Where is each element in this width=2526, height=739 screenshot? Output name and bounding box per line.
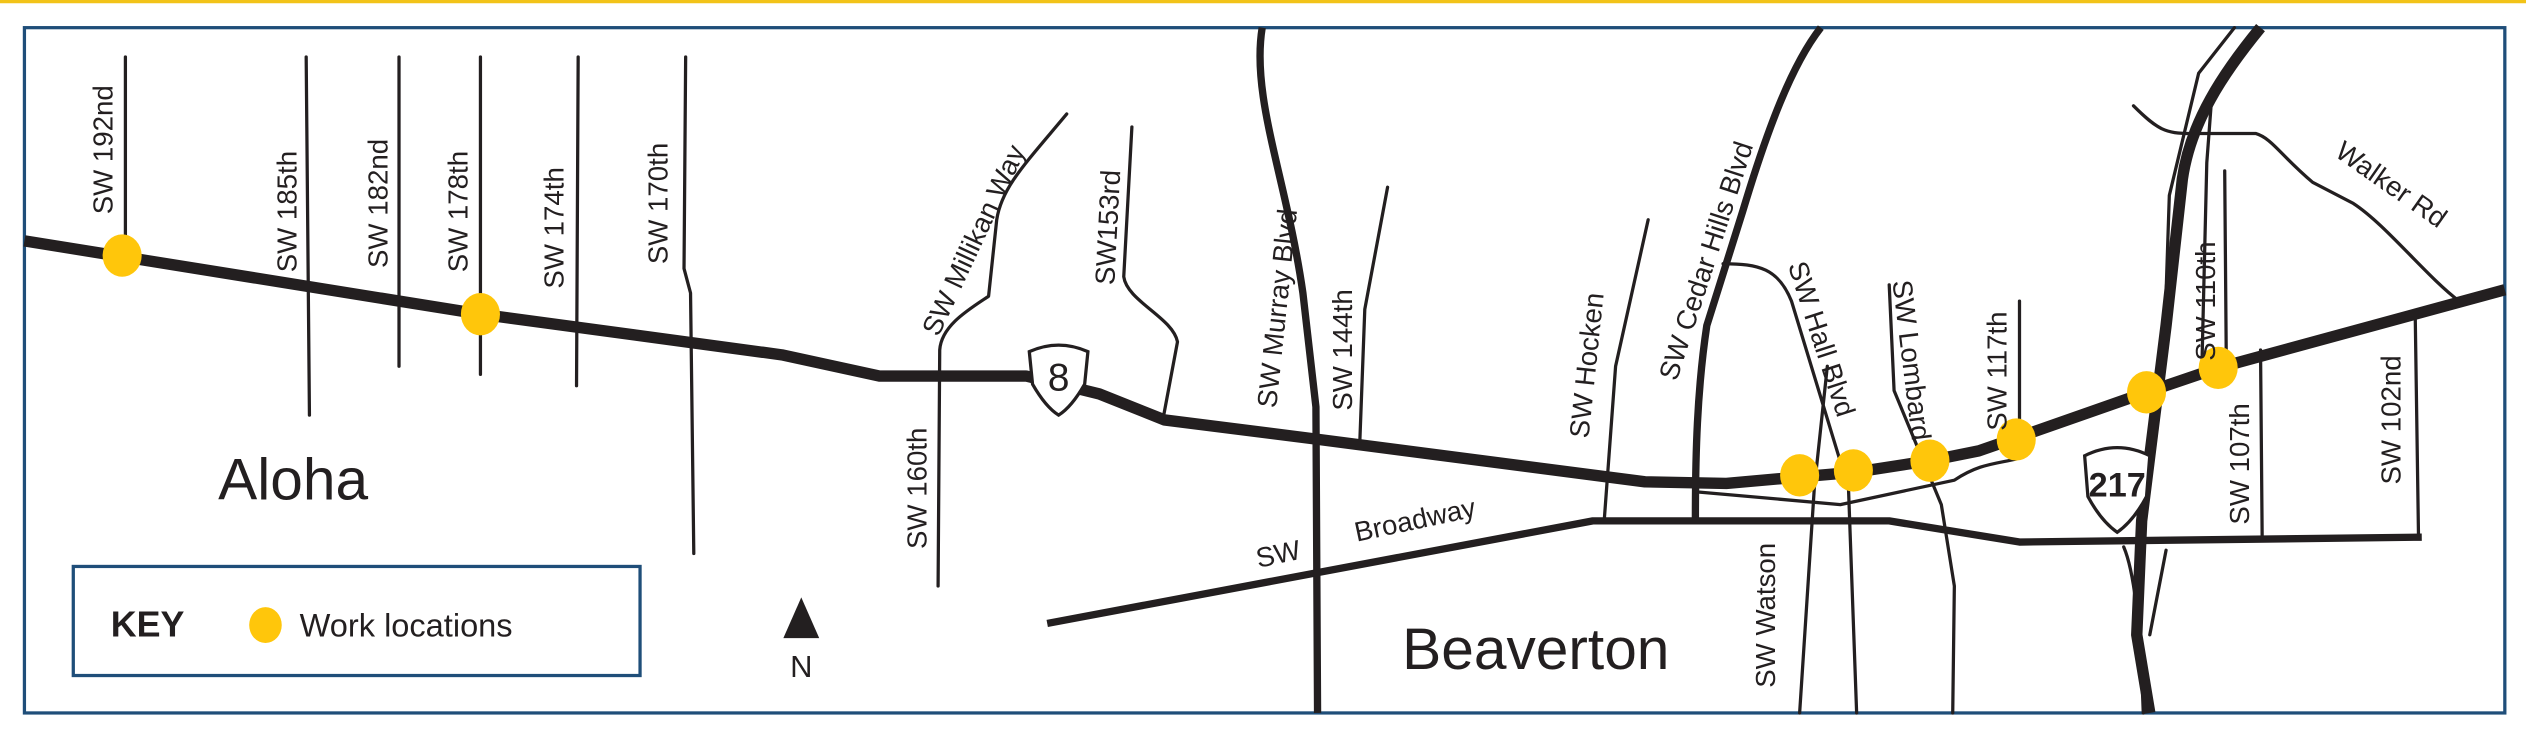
street-sw102nd (2413, 315, 2421, 539)
city-beaverton: Beaverton (1402, 617, 1669, 682)
street-hocken (1602, 218, 1650, 523)
street-sw174th (574, 55, 580, 388)
label-sw192nd: SW 192nd (87, 85, 118, 214)
route-8-label: 8 (1048, 357, 1070, 400)
label-sw174th: SW 174th (538, 167, 569, 288)
label-sw144th: SW 144th (1327, 289, 1358, 410)
work-location-marker[interactable] (1996, 418, 2036, 461)
north-label: N (790, 649, 812, 684)
label-sw160th: SW 160th (902, 428, 933, 549)
street-sw170th (682, 55, 696, 556)
street-sw110th (2223, 169, 2228, 368)
street-hall (1721, 262, 1859, 715)
route-217-shield: 217 (2082, 446, 2152, 535)
label-watson: SW Watson (1750, 543, 1781, 688)
road-murray (1256, 27, 1322, 713)
ramp-217-east (2148, 96, 2214, 637)
label-sw185th: SW 185th (271, 151, 302, 272)
street-walker (2131, 104, 2461, 303)
work-location-marker[interactable] (1833, 449, 1873, 492)
north-arrow-icon: N (783, 597, 820, 684)
map-key: KEY Work locations (71, 564, 642, 678)
street-millikan (936, 112, 1069, 588)
road-highway-8 (23, 235, 2507, 490)
label-sw117th: SW 117th (1981, 311, 2012, 430)
work-location-marker[interactable] (460, 292, 500, 336)
street-sw185th (304, 55, 312, 417)
route-8-shield: 8 (1027, 343, 1090, 417)
work-locations (102, 234, 2238, 497)
road-broadway (1046, 517, 2422, 628)
work-location-marker[interactable] (2126, 371, 2167, 414)
work-location-marker[interactable] (1780, 454, 1820, 497)
label-sw178th: SW 178th (442, 151, 473, 272)
frontage-road (1692, 457, 2018, 507)
label-sw110th: SW 110th (2190, 241, 2221, 360)
label-sw182nd: SW 182nd (363, 139, 394, 268)
label-sw102nd: SW 102nd (2376, 355, 2407, 484)
work-location-marker[interactable] (1910, 439, 1950, 482)
key-work-locations-label: Work locations (300, 607, 513, 643)
label-sw170th: SW 170th (643, 143, 674, 264)
city-aloha: Aloha (218, 448, 368, 513)
road-cedar-hills (1691, 25, 1824, 518)
work-location-marker[interactable] (2198, 346, 2238, 390)
top-rule (0, 0, 2526, 4)
street-lombard (1887, 283, 1956, 715)
street-sw144th (1358, 185, 1390, 442)
label-sw153rd: SW153rd (1089, 169, 1126, 286)
highway-217 (2131, 24, 2265, 714)
route-217-label: 217 (2089, 466, 2146, 504)
key-title: KEY (111, 604, 185, 644)
street-sw107th (2258, 348, 2264, 539)
street-sw153rd (1122, 125, 1180, 422)
work-location-marker[interactable] (102, 234, 142, 277)
minor-streets (123, 26, 2461, 715)
label-sw107th: SW 107th (2224, 403, 2255, 524)
key-work-location-icon (249, 607, 282, 643)
